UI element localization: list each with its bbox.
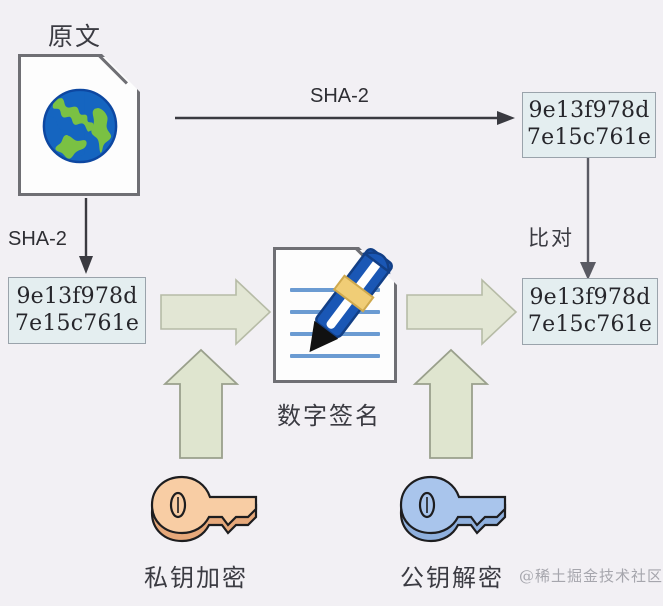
original-document-node: [18, 54, 140, 196]
compare-label: 比对: [528, 226, 574, 250]
hash-bottom-right-box: 9e13f978d 7e15c761e: [522, 278, 658, 345]
hash-line-2: 7e15c761e: [14, 310, 140, 336]
hash-line-1: 9e13f978d: [529, 284, 651, 310]
rule-line: [290, 354, 380, 358]
hash-left-box: 9e13f978d 7e15c761e: [8, 277, 146, 344]
original-document-label: 原文: [48, 22, 103, 51]
top-sha2-label: SHA-2: [310, 85, 369, 107]
top-sha2-arrow: [175, 111, 515, 125]
left-sha2-arrow: [79, 198, 93, 274]
signature-document-node: [273, 247, 397, 383]
private-key-block-arrow: [162, 348, 240, 459]
private-key-icon: [150, 475, 258, 543]
compare-arrow: [580, 158, 596, 280]
left-sha2-label: SHA-2: [8, 228, 67, 250]
globe-icon: [42, 88, 118, 164]
sign-block-arrow: [160, 278, 272, 346]
hash-line-2: 7e15c761e: [526, 125, 652, 150]
signature-document-label: 数字签名: [277, 402, 381, 430]
hash-line-1: 9e13f978d: [528, 98, 650, 124]
pen-icon: [309, 248, 393, 353]
hash-line-2: 7e15c761e: [527, 311, 653, 337]
hash-line-1: 9e13f978d: [16, 283, 138, 309]
public-key-icon: [399, 475, 507, 543]
public-key-label: 公钥解密: [400, 564, 504, 592]
verify-block-arrow: [406, 278, 518, 346]
private-key-label: 私钥加密: [144, 564, 248, 592]
watermark: @稀土掘金技术社区: [519, 567, 663, 585]
public-key-block-arrow: [412, 348, 490, 459]
hash-top-right-box: 9e13f978d 7e15c761e: [522, 92, 656, 158]
